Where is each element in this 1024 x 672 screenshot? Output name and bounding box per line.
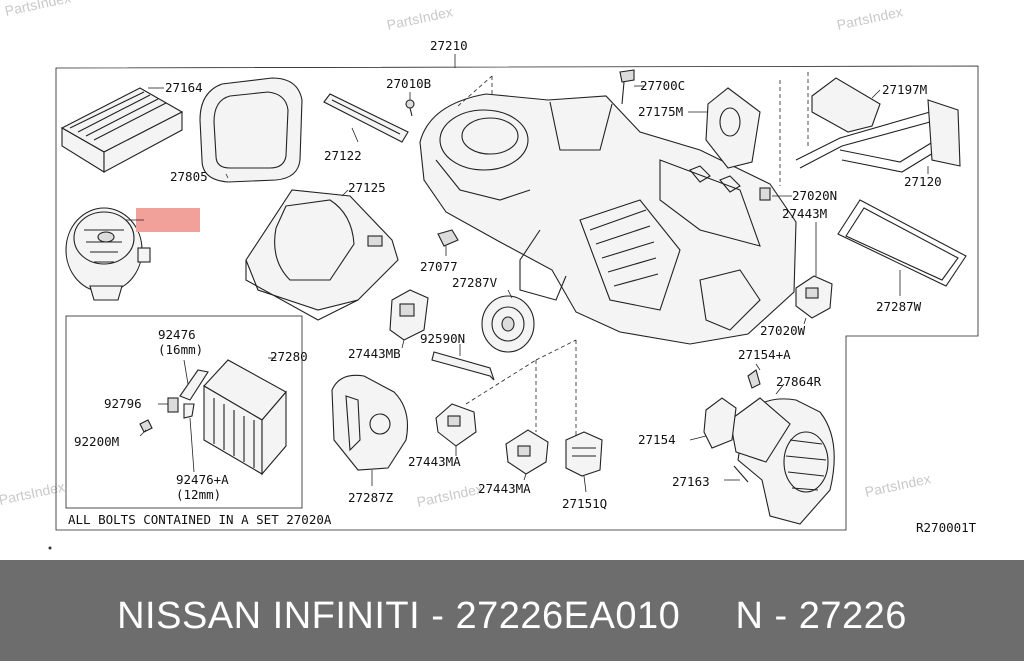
footer-title: NISSAN INFINITI - 27226EA010 N - 27226 [117, 595, 907, 637]
watermark: PartsIndex [863, 470, 932, 500]
bolt-note: ALL BOLTS CONTAINED IN A SET 27020A [68, 512, 332, 527]
part-92476-hose[interactable] [179, 369, 209, 401]
label-27287v[interactable]: 27287V [452, 275, 498, 290]
label-27122[interactable]: 27122 [324, 148, 362, 163]
parts-diagram: PartsIndex PartsIndex PartsIndex PartsIn… [0, 0, 979, 550]
part-27077-clip[interactable] [437, 229, 459, 247]
part-27197m-valve[interactable] [811, 77, 881, 133]
label-27125[interactable]: 27125 [348, 180, 386, 195]
part-27443m-actuator[interactable] [795, 275, 833, 319]
part-92200m-clamp[interactable] [139, 419, 153, 433]
reference-code: R270001T [916, 520, 977, 535]
part-27443mb-actuator[interactable] [389, 289, 429, 341]
part-27122-seal[interactable] [323, 93, 409, 143]
label-27154a[interactable]: 27154+A [738, 347, 791, 362]
part-27120-heater-core[interactable] [795, 99, 961, 173]
part-27287z-duct[interactable] [331, 374, 409, 471]
footer-bar: NISSAN INFINITI - 27226EA010 N - 27226 [0, 560, 1024, 661]
label-27805[interactable]: 27805 [170, 169, 208, 184]
label-27210[interactable]: 27210 [430, 38, 468, 53]
part-27443ma-actuator-1[interactable] [435, 403, 477, 447]
label-27020w[interactable]: 27020W [760, 323, 806, 338]
label-92476[interactable]: 92476 [158, 327, 196, 342]
part-27443ma-actuator-2[interactable] [505, 429, 549, 475]
part-27163-motor[interactable] [733, 465, 749, 483]
watermark: PartsIndex [385, 3, 454, 33]
label-27280[interactable]: 27280 [270, 349, 308, 364]
label-27700c[interactable]: 27700C [640, 78, 685, 93]
label-16mm: (16mm) [158, 342, 203, 357]
label-27163[interactable]: 27163 [672, 474, 710, 489]
part-27226-blower-motor[interactable] [65, 207, 151, 301]
label-27287w[interactable]: 27287W [876, 299, 922, 314]
part-27154-connector[interactable] [703, 397, 737, 449]
kit-box [65, 315, 303, 509]
part-92476a-hose[interactable] [183, 403, 195, 419]
part-27125-intake-housing[interactable] [245, 189, 399, 321]
label-92200m[interactable]: 92200M [74, 434, 119, 449]
label-27120[interactable]: 27120 [904, 174, 942, 189]
part-27287v-fan[interactable] [481, 295, 535, 353]
part-27164-filter[interactable] [60, 87, 184, 173]
watermark: PartsIndex [3, 0, 72, 19]
part-27010b-bolt[interactable] [405, 99, 415, 117]
label-92476a[interactable]: 92476+A [176, 472, 229, 487]
label-27020n[interactable]: 27020N [792, 188, 837, 203]
label-27287z[interactable]: 27287Z [348, 490, 394, 505]
label-12mm: (12mm) [176, 487, 221, 502]
part-27700c-sensor[interactable] [619, 69, 635, 105]
part-27287w-gasket[interactable] [837, 199, 967, 287]
part-27210-heater-unit[interactable] [419, 93, 797, 345]
label-27151q[interactable]: 27151Q [562, 496, 607, 511]
label-27164[interactable]: 27164 [165, 80, 203, 95]
part-27805-seal[interactable] [199, 77, 303, 183]
part-27154a-connector[interactable] [747, 369, 761, 389]
watermark: PartsIndex [415, 480, 484, 510]
label-27175m[interactable]: 27175M [638, 104, 683, 119]
label-27154[interactable]: 27154 [638, 432, 676, 447]
part-27280-filter[interactable] [203, 359, 287, 476]
label-27443mb[interactable]: 27443MB [348, 346, 401, 361]
part-27175m-bracket[interactable] [705, 87, 761, 169]
part-27151q-resistor[interactable] [565, 431, 603, 477]
watermark: PartsIndex [835, 3, 904, 33]
label-92590n[interactable]: 92590N [420, 331, 465, 346]
part-27020n-clip[interactable] [759, 187, 771, 201]
label-27197m[interactable]: 27197M [882, 82, 927, 97]
highlight-box [136, 208, 200, 232]
label-27077[interactable]: 27077 [420, 259, 458, 274]
label-27443ma-2[interactable]: 27443MA [478, 481, 531, 496]
label-27010b[interactable]: 27010B [386, 76, 431, 91]
label-27443m[interactable]: 27443M [782, 206, 827, 221]
part-92590n-hose[interactable] [431, 351, 495, 381]
label-92796[interactable]: 92796 [104, 396, 142, 411]
part-92796-clamp[interactable] [167, 397, 179, 413]
part-27864r-duct[interactable] [729, 397, 835, 525]
label-27443ma-1[interactable]: 27443MA [408, 454, 461, 469]
label-27864r[interactable]: 27864R [776, 374, 822, 389]
frame-outline [55, 65, 979, 531]
marker-dot [48, 546, 52, 550]
